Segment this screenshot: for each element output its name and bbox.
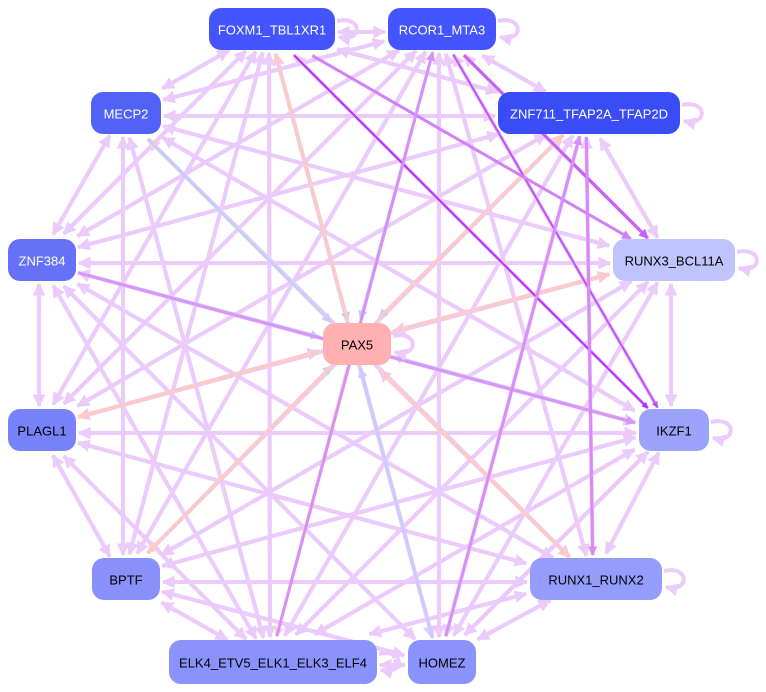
edge-RUNX1_RUNX2-to-IKZF1 — [604, 451, 661, 555]
edge-IKZF1-to-MECP2 — [161, 135, 636, 413]
edge-RUNX3_BCL11A-to-ZNF711_TFAP2A_TFAP2D — [598, 137, 660, 239]
node-box[interactable] — [388, 8, 496, 50]
edge-ELK4_ETV5_ELK1_ELK3_ELF4-to-FOXM1_TBL1XR1 — [262, 51, 276, 638]
node-box[interactable] — [498, 92, 680, 134]
node-box[interactable] — [169, 640, 377, 684]
node-label: ZNF384 — [19, 254, 66, 269]
edge-PAX5-to-ZNF711_TFAP2A_TFAP2D — [377, 133, 564, 319]
edge-ELK4_ETV5_ELK1_ELK3_ELF4-to-ZNF384 — [51, 284, 258, 640]
edge-FOXM1_TBL1XR1-to-RUNX3_BCL11A — [311, 54, 632, 240]
edge-BPTF-to-RCOR1_MTA3 — [135, 50, 428, 555]
self-loop-ELK4_ETV5_ELK1_ELK3_ELF4 — [378, 651, 401, 679]
node-bptf[interactable]: BPTF — [92, 558, 160, 600]
edge-MECP2-to-PAX5 — [146, 138, 332, 324]
node-label: FOXM1_TBL1XR1 — [218, 23, 326, 38]
node-label: ELK4_ETV5_ELK1_ELK3_ELF4 — [179, 656, 367, 671]
node-box[interactable] — [408, 640, 476, 684]
edges-layer — [32, 18, 759, 679]
node-pax5[interactable]: PAX5 — [323, 323, 391, 365]
edge-ZNF384-to-MECP2 — [51, 134, 112, 236]
self-loop-IKZF1 — [710, 419, 733, 447]
edge-HOMEZ-to-ZNF711_TFAP2A_TFAP2D — [444, 135, 583, 637]
node-label: PAX5 — [341, 338, 373, 353]
node-label: ZNF711_TFAP2A_TFAP2D — [510, 107, 668, 122]
node-box[interactable] — [8, 239, 76, 281]
edge-BPTF-to-RUNX3_BCL11A — [160, 279, 633, 557]
edge-ELK4_ETV5_ELK1_ELK3_ELF4-to-ZNF711_TFAP2A_TFAP2D — [283, 134, 575, 637]
edge-HOMEZ-to-ZNF384 — [62, 284, 417, 641]
edge-PLAGL1-to-ZNF711_TFAP2A_TFAP2D — [76, 132, 548, 408]
node-box[interactable] — [530, 558, 662, 600]
self-loop-FOXM1_TBL1XR1 — [336, 18, 359, 46]
edge-HOMEZ-to-RUNX1_RUNX2 — [476, 598, 552, 642]
edge-ZNF711_TFAP2A_TFAP2D-to-RUNX1_RUNX2 — [584, 137, 598, 557]
node-ikzf1[interactable]: IKZF1 — [639, 409, 709, 451]
edge-ZNF711_TFAP2A_TFAP2D-to-RCOR1_MTA3 — [481, 53, 547, 94]
edge-RUNX1_RUNX2-to-RCOR1_MTA3 — [442, 52, 589, 557]
node-box[interactable] — [209, 8, 335, 50]
node-homez[interactable]: HOMEZ — [408, 640, 476, 684]
node-box[interactable] — [92, 558, 160, 600]
node-label: RUNX1_RUNX2 — [548, 573, 643, 588]
edge-HOMEZ-to-RUNX3_BCL11A — [452, 281, 660, 637]
self-loop-RCOR1_MTA3 — [497, 18, 520, 46]
node-label: IKZF1 — [656, 424, 691, 439]
node-znf384[interactable]: ZNF384 — [8, 239, 76, 281]
node-box[interactable] — [639, 409, 709, 451]
edge-PAX5-to-FOXM1_TBL1XR1 — [273, 52, 350, 322]
self-loop-ZNF711_TFAP2A_TFAP2D — [681, 102, 704, 130]
node-znf711_tfap2a_tfap2d[interactable]: ZNF711_TFAP2A_TFAP2D — [498, 92, 680, 134]
node-label: PLAGL1 — [17, 424, 66, 439]
node-label: RCOR1_MTA3 — [399, 23, 485, 38]
edge-PAX5-to-RUNX1_RUNX2 — [378, 369, 571, 559]
edge-MECP2-to-FOXM1_TBL1XR1 — [161, 48, 230, 91]
node-label: MECP2 — [104, 107, 149, 122]
node-box[interactable] — [323, 323, 391, 365]
edge-ELK4_ETV5_ELK1_ELK3_ELF4-to-BPTF — [160, 600, 229, 642]
node-box[interactable] — [91, 92, 161, 134]
edge-ELK4_ETV5_ELK1_ELK3_ELF4-to-MECP2 — [126, 136, 266, 639]
edge-ZNF384-to-ZNF711_TFAP2A_TFAP2D — [77, 130, 501, 250]
node-plagl1[interactable]: PLAGL1 — [8, 409, 76, 451]
self-loop-RUNX1_RUNX2 — [663, 568, 686, 596]
self-loop-RUNX3_BCL11A — [736, 249, 759, 277]
node-foxm1_tbl1xr1[interactable]: FOXM1_TBL1XR1 — [209, 8, 335, 50]
edge-RUNX1_RUNX2-to-ZNF384 — [76, 282, 554, 560]
edge-PAX5-to-PLAGL1 — [77, 349, 320, 420]
edge-HOMEZ-to-PAX5 — [358, 367, 434, 639]
node-box[interactable] — [8, 409, 76, 451]
edge-PAX5-to-BPTF — [146, 364, 333, 554]
node-label: HOMEZ — [419, 656, 466, 671]
edge-RCOR1_MTA3-to-RUNX3_BCL11A — [462, 54, 649, 240]
node-mecp2[interactable]: MECP2 — [91, 92, 161, 134]
node-runx3_bcl11a[interactable]: RUNX3_BCL11A — [613, 239, 735, 281]
self-loop-PAX5 — [392, 333, 415, 361]
node-elk4_etv5_elk1_elk3_elf4[interactable]: ELK4_ETV5_ELK1_ELK3_ELF4 — [169, 640, 377, 684]
node-box[interactable] — [613, 239, 735, 281]
edge-BPTF-to-PLAGL1 — [51, 454, 112, 558]
node-rcor1_mta3[interactable]: RCOR1_MTA3 — [388, 8, 496, 50]
edge-PAX5-to-RUNX3_BCL11A — [392, 271, 611, 333]
node-label: BPTF — [109, 573, 142, 588]
edge-ELK4_ETV5_ELK1_ELK3_ELF4-to-IKZF1 — [313, 447, 636, 637]
node-label: RUNX3_BCL11A — [625, 254, 724, 269]
node-runx1_runx2[interactable]: RUNX1_RUNX2 — [530, 558, 662, 600]
